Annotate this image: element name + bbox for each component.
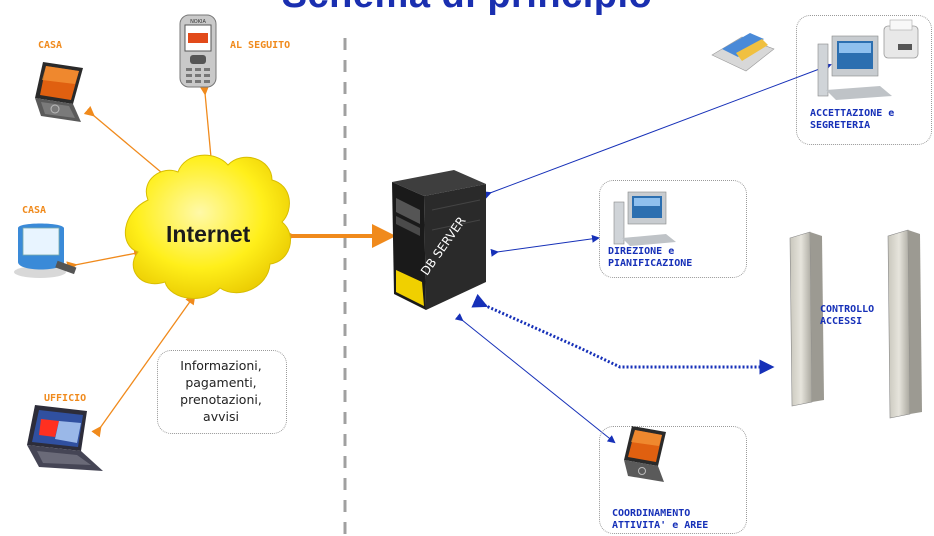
blue-connectors (454, 63, 832, 444)
info-box (157, 350, 287, 434)
coordinamento-line-1: COORDINAMENTO (612, 508, 691, 519)
internet-cloud-icon (124, 154, 291, 299)
info-line-3: prenotazioni, (180, 392, 262, 407)
access-gate-icon (789, 229, 922, 419)
accettazione-line-1: ACCETTAZIONE e (810, 108, 895, 119)
controllo-label: CONTROLLO ACCESSI (820, 304, 874, 328)
link-server-controllo (471, 293, 775, 375)
workstation-icon (613, 191, 676, 246)
orange-connectors (66, 84, 396, 438)
card-reader-icon (711, 33, 775, 72)
internet-label: Internet (166, 221, 251, 247)
coordinamento-label: COORDINAMENTO ATTIVITA' e AREE (612, 508, 708, 532)
link-casa-mid-internet (66, 248, 145, 272)
laptop-icon (35, 62, 83, 122)
link-server-direzione (490, 234, 600, 257)
info-line-2: pagamenti, (185, 375, 257, 390)
info-box-text: Informazioni, pagamenti, prenotazioni, a… (157, 357, 285, 425)
accettazione-label: ACCETTAZIONE e SEGRETERIA (810, 108, 894, 132)
accettazione-line-2: SEGRETERIA (810, 120, 871, 131)
link-ufficio-internet (91, 293, 196, 438)
accettazione-box (796, 15, 932, 145)
page-title: Schema di principio (0, 0, 934, 17)
controllo-line-2: ACCESSI (820, 316, 863, 327)
casa-top-label: CASA (38, 40, 63, 51)
printer-icon (883, 19, 919, 59)
link-server-coordinamento (454, 313, 616, 444)
coordinamento-box (599, 426, 747, 534)
laptop-icon (624, 426, 666, 482)
link-server-accettazione (482, 63, 832, 199)
info-line-4: avvisi (203, 409, 239, 424)
al-seguito-label: AL SEGUITO (230, 40, 291, 51)
direzione-box (599, 180, 747, 278)
ufficio-label: UFFICIO (44, 393, 87, 404)
mobile-phone-icon: NOKIA (179, 14, 217, 88)
direzione-line-2: PIANIFICAZIONE (608, 258, 693, 269)
coordinamento-line-2: ATTIVITA' e AREE (612, 520, 709, 531)
direzione-line-1: DIREZIONE e (608, 246, 675, 257)
info-line-1: Informazioni, (180, 358, 262, 373)
svg-text:NOKIA: NOKIA (190, 19, 206, 25)
server-icon (392, 170, 486, 310)
laptop-icon (27, 405, 103, 471)
controllo-line-1: CONTROLLO (820, 304, 875, 315)
direzione-label: DIREZIONE e PIANIFICAZIONE (608, 246, 692, 270)
imac-icon (14, 223, 77, 278)
casa-mid-label: CASA (22, 205, 47, 216)
workstation-icon (817, 35, 892, 100)
